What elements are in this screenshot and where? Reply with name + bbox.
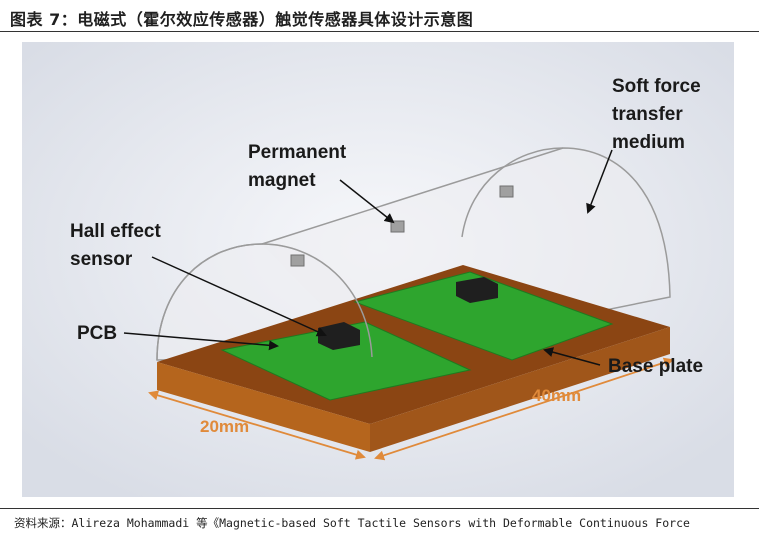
- source-note: 资料来源：Alireza Mohammadi 等《Magnetic-based …: [14, 516, 690, 530]
- label-pcb: PCB: [77, 323, 117, 344]
- magnet-1: [290, 254, 305, 267]
- label-soft-medium-3: medium: [612, 132, 685, 153]
- arrow-magnet: [339, 179, 395, 224]
- dim-line-40mm: [374, 357, 674, 461]
- label-magnet-2: magnet: [248, 170, 316, 191]
- label-hall-sensor-2: sensor: [70, 249, 133, 270]
- hall-chip-rear: [456, 277, 498, 303]
- hall-chip-front: [318, 322, 360, 350]
- sensor-diagram: Soft force transfer medium Permanent mag…: [22, 42, 734, 497]
- dimension-lines: [148, 357, 674, 461]
- label-base-plate: Base plate: [608, 356, 703, 377]
- leader-arrows: [123, 149, 613, 366]
- dim-line-20mm: [148, 390, 366, 460]
- soft-medium-front-arc: [156, 243, 373, 361]
- hall-sensor-chips: [318, 277, 498, 350]
- label-soft-medium-2: transfer: [612, 104, 683, 125]
- figure-title: 图表 7：电磁式（霍尔效应传感器）触觉传感器具体设计示意图: [10, 10, 474, 29]
- arrow-hall-sensor: [151, 256, 327, 337]
- label-dim-20mm: 20mm: [200, 417, 249, 436]
- permanent-magnets: [290, 185, 514, 267]
- pcb-board-rear: [353, 271, 614, 361]
- title-divider: [0, 31, 759, 32]
- source-divider: [0, 508, 759, 509]
- magnet-2: [390, 220, 405, 233]
- label-hall-sensor-1: Hall effect: [70, 221, 161, 242]
- label-magnet-1: Permanent: [248, 142, 347, 163]
- arrow-soft-medium: [586, 149, 613, 214]
- label-soft-medium-1: Soft force: [612, 76, 701, 97]
- magnet-3: [499, 185, 514, 198]
- label-dim-40mm: 40mm: [532, 386, 581, 405]
- arrow-pcb: [123, 332, 279, 351]
